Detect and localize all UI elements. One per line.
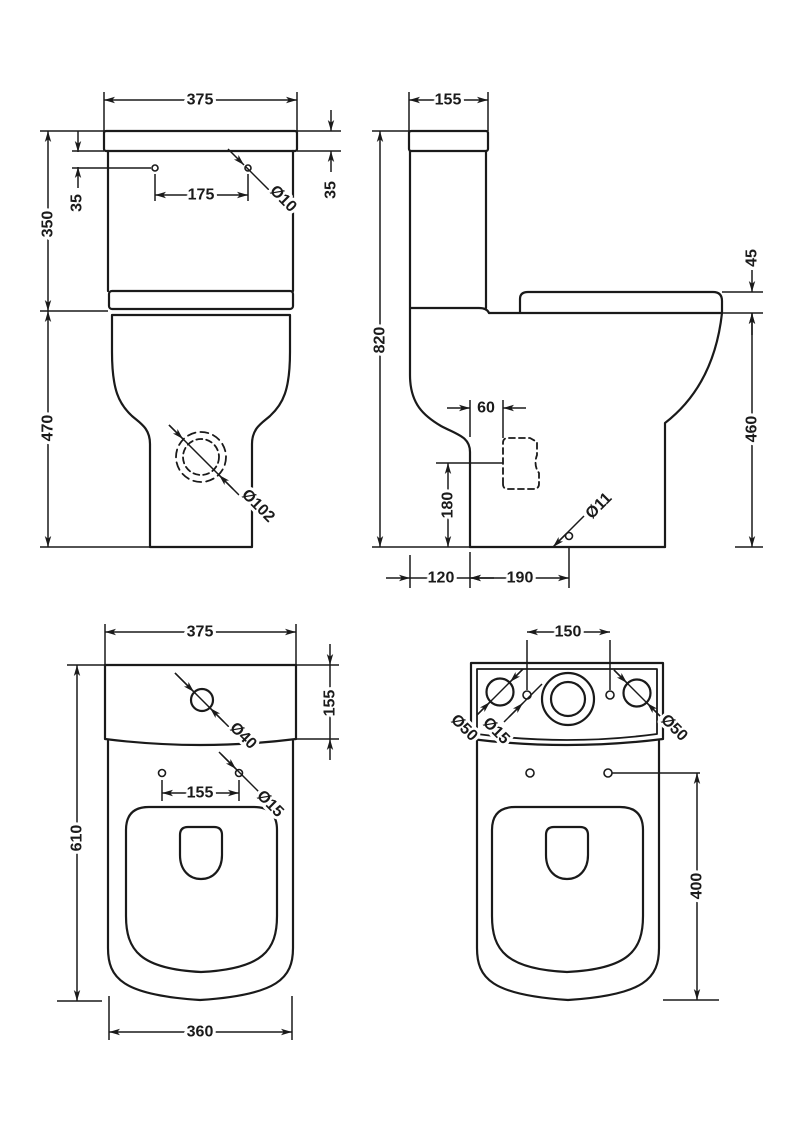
lid-fixing-hole bbox=[151, 164, 159, 172]
cistern-lid-outline bbox=[407, 129, 490, 153]
corner-hole-left bbox=[485, 677, 515, 707]
dim-plan-flush-button-diameter: Ø40 bbox=[226, 719, 259, 752]
dim-side-outlet-height: 180 bbox=[440, 492, 457, 519]
dim-side-seat-thickness: 45 bbox=[744, 249, 761, 267]
dim-front-overall-width: 375 bbox=[187, 92, 214, 109]
cistern-open-outer-outline bbox=[469, 661, 665, 747]
dim-side-cistern-depth: 155 bbox=[435, 92, 462, 109]
extension-lines bbox=[40, 92, 341, 548]
bowl-outline bbox=[110, 313, 292, 549]
dim-front-bowl-height: 470 bbox=[40, 415, 57, 442]
leader-arrow bbox=[613, 669, 628, 684]
dim-side-outlet-offset: 60 bbox=[477, 400, 495, 417]
dim-front-lid-height: 35 bbox=[323, 181, 340, 199]
seat-fixing-hole bbox=[157, 768, 167, 778]
bowl-opening-outline bbox=[178, 825, 224, 881]
leader-arrow bbox=[174, 672, 195, 693]
dim-front-cistern-height: 350 bbox=[40, 211, 57, 238]
dim-side-rim-height: 460 bbox=[744, 416, 761, 443]
flush-valve-inner bbox=[549, 680, 587, 718]
cistern-outline bbox=[106, 149, 295, 293]
dim-front-outlet-diameter: Ø102 bbox=[238, 486, 278, 526]
pan-plan-outline bbox=[475, 739, 661, 1002]
leader-arrow bbox=[220, 753, 237, 770]
dim-plan-overall-depth: 610 bbox=[69, 825, 86, 852]
flush-valve-outer bbox=[540, 671, 596, 727]
dim-plan-cistern-depth: 155 bbox=[322, 690, 339, 717]
corner-hole-right bbox=[622, 678, 652, 708]
bowl-opening-outline bbox=[544, 825, 590, 881]
pan-front-outline bbox=[663, 311, 724, 549]
outlet-circle-outer bbox=[175, 431, 227, 483]
leader-arrow bbox=[168, 424, 184, 440]
dim-plan-seat-hole-spacing: 155 bbox=[187, 785, 214, 802]
leader-arrow bbox=[227, 148, 245, 166]
cistern-outline bbox=[409, 149, 491, 315]
dim-front-hole-diameter: Ø10 bbox=[266, 182, 299, 215]
flush-button-circle bbox=[189, 687, 215, 713]
leader-arrow bbox=[508, 702, 524, 718]
cistern-plan-outline bbox=[103, 663, 298, 747]
dim-front-hole-spacing: 175 bbox=[188, 187, 215, 204]
front-elevation-view: 375 35 35 175 Ø10 350 470 Ø102 bbox=[37, 89, 343, 549]
seat-outline bbox=[487, 290, 724, 315]
extension-lines bbox=[526, 640, 719, 1001]
inlet-hole-left bbox=[522, 690, 532, 700]
dim-open-seat-holes-to-front: 400 bbox=[689, 873, 706, 900]
seat-plan-outline bbox=[124, 805, 279, 974]
seat-plan-outline bbox=[490, 805, 645, 974]
extension-lines bbox=[372, 92, 763, 588]
leader-arrow bbox=[218, 474, 234, 490]
pan-back-outline bbox=[408, 149, 472, 549]
seat-fixing-hole bbox=[525, 768, 535, 778]
leader-arrow bbox=[209, 707, 225, 723]
dim-side-overall-height: 820 bbox=[372, 327, 389, 354]
pan-plan-outline bbox=[106, 739, 295, 1002]
soil-outlet-dashed-box bbox=[502, 437, 540, 490]
dim-plan-overall-width: 375 bbox=[187, 624, 214, 641]
inlet-hole-right bbox=[605, 690, 615, 700]
cistern-open-inner-outline bbox=[476, 668, 658, 741]
seat-fixing-hole bbox=[603, 768, 613, 778]
plan-view: 375 155 Ø40 155 Ø15 610 360 bbox=[57, 621, 342, 1044]
cistern-lid-outline bbox=[102, 129, 299, 153]
leader-arrow bbox=[509, 668, 524, 683]
leader-arrow bbox=[476, 701, 491, 716]
floor-fixing-hole bbox=[564, 531, 574, 541]
seat-hinge-bar-outline bbox=[107, 289, 295, 311]
leader-arrow bbox=[646, 702, 661, 717]
dim-open-inlet-hole-spacing: 150 bbox=[555, 624, 582, 641]
dim-side-pedestal-to-hole: 190 bbox=[507, 570, 534, 587]
side-elevation-view: 155 820 45 460 60 180 Ø11 120 190 bbox=[369, 89, 764, 590]
outlet-circle-inner bbox=[182, 438, 220, 476]
dim-plan-base-width: 360 bbox=[187, 1024, 214, 1041]
dim-side-fixing-hole-diameter: Ø11 bbox=[583, 490, 616, 523]
plan-open-view: 150 Ø50 Ø15 Ø50 400 bbox=[444, 621, 719, 1002]
dim-side-back-to-pedestal: 120 bbox=[428, 570, 455, 587]
leader-line bbox=[244, 165, 270, 191]
leader-arrow bbox=[552, 533, 567, 548]
dim-front-holes-below-lid: 35 bbox=[69, 194, 86, 212]
